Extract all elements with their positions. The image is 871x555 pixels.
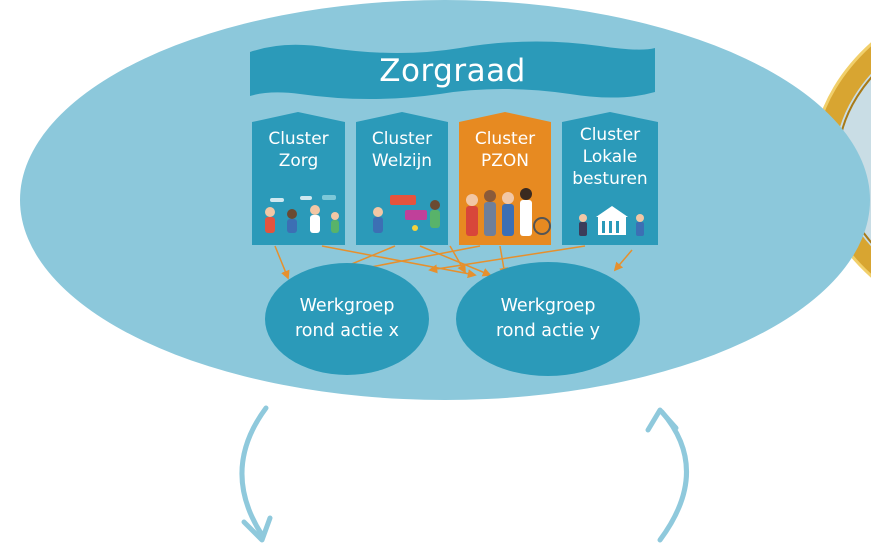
zorgraad-title: Zorgraad: [379, 53, 526, 89]
cycle-arrow-left: [239, 405, 269, 538]
workgroup-x-label: Werkgroep rond actie x: [294, 296, 400, 341]
cluster-welzijn-label: Cluster Welzijn: [371, 129, 433, 171]
cluster-welzijn-illustration: [373, 195, 440, 233]
cluster-pzon-label: Cluster PZON: [474, 129, 536, 171]
cluster-zorg-illustration: [265, 195, 339, 233]
cluster-pzon-illustration: [466, 188, 551, 236]
cluster-lokale-shape: [562, 112, 658, 245]
cluster-zorg-label: Cluster Zorg: [268, 129, 329, 171]
workgroup-y-shape: [456, 262, 640, 376]
cycle-arrow-right: [657, 409, 689, 543]
workgroup-x-shape: [265, 263, 429, 375]
zorgraad-banner: [250, 41, 655, 99]
cycle-arrow-left-head: [241, 515, 273, 543]
cluster-zorg-shape: [252, 112, 345, 245]
cluster-lokale-illustration: [579, 206, 644, 236]
cycle-arrow-right-head: [645, 407, 679, 433]
workgroup-y-label: Werkgroep rond actie y: [495, 296, 601, 341]
cluster-lokale-besturen-label: Cluster Lokale besturen: [572, 125, 648, 189]
